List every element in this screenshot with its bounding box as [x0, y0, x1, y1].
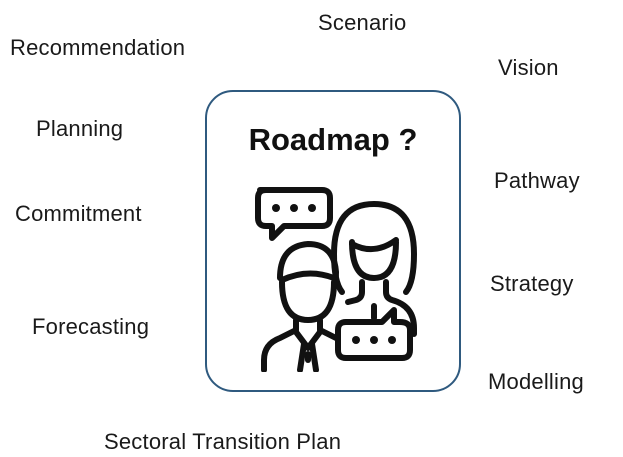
woman-figure-icon — [331, 201, 417, 337]
term-planning: Planning — [36, 116, 124, 141]
term-vision: Vision — [498, 55, 559, 80]
roadmap-title: Roadmap ? — [248, 122, 418, 157]
man-figure-icon — [261, 241, 339, 372]
term-pathway: Pathway — [494, 168, 580, 193]
term-sectoral-transition-plan: Sectoral Transition Plan — [104, 429, 342, 454]
term-forecasting: Forecasting — [32, 314, 150, 339]
speech-bubble-bottom-icon — [335, 307, 413, 361]
term-recommendation: Recommendation — [10, 35, 186, 60]
term-scenario: Scenario — [318, 10, 407, 35]
speech-bubble-top-icon — [255, 187, 333, 241]
term-strategy: Strategy — [490, 271, 574, 296]
term-modelling: Modelling — [488, 369, 584, 394]
people-discussion-icon — [255, 187, 417, 372]
roadmap-box: Roadmap ? — [205, 90, 461, 392]
term-commitment: Commitment — [15, 201, 142, 226]
